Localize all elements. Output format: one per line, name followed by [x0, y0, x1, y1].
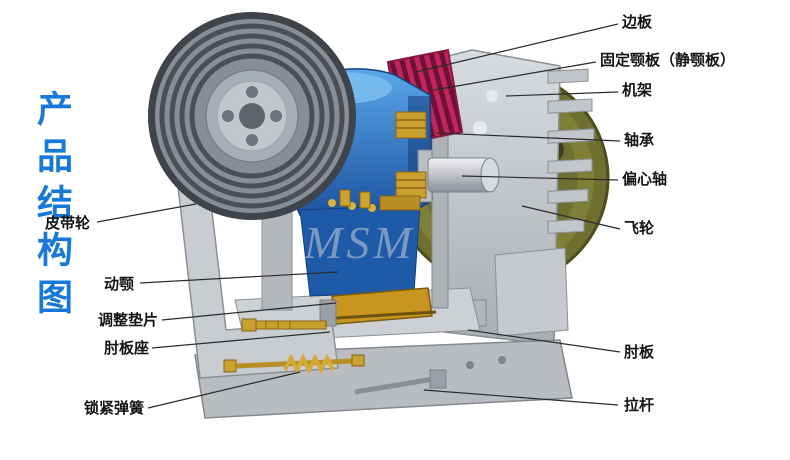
- leader-side-plate: [415, 23, 619, 73]
- leader-belt-pulley: [96, 203, 197, 223]
- leader-adjust-shim: [161, 302, 337, 321]
- label-eccentric-shaft: 偏心轴: [622, 171, 668, 188]
- label-frame: 机架: [622, 82, 653, 99]
- leader-movable-jaw: [139, 271, 339, 284]
- label-side-plate: 边板: [622, 14, 653, 31]
- leader-toggle-plate: [467, 329, 621, 353]
- label-toggle-seat: 肘板座: [104, 340, 150, 357]
- leader-flywheel: [521, 205, 621, 230]
- page-title: 产品结构图: [32, 90, 73, 325]
- label-movable-jaw: 动颚: [104, 276, 135, 293]
- leader-frame: [505, 91, 619, 97]
- label-bearing: 轴承: [624, 132, 655, 149]
- frame-part: [439, 49, 595, 346]
- label-adjusting-shim: 调整垫片: [98, 312, 159, 329]
- toggle-mechanism-part: [223, 287, 447, 395]
- belt-pulley-part: [148, 12, 356, 220]
- label-belt-pulley: 皮带轮: [45, 215, 91, 232]
- label-flywheel: 飞轮: [624, 220, 655, 237]
- leader-lock-spring: [147, 371, 301, 409]
- shaft-bearing-part: [379, 111, 500, 211]
- leader-lines: [96, 23, 621, 409]
- watermark: MSM: [303, 217, 416, 268]
- label-toggle-plate: 肘板: [624, 344, 655, 361]
- label-locking-spring: 锁紧弹簧: [84, 400, 145, 417]
- leader-bearing: [435, 132, 621, 142]
- label-tension-rod: 拉杆: [624, 397, 655, 414]
- leader-ecc-shaft: [461, 175, 619, 181]
- leader-fixed-jaw: [433, 61, 597, 91]
- leader-tension-rod: [423, 389, 619, 406]
- label-fixed-jaw-plate: 固定颚板（静颚板）: [600, 52, 736, 69]
- leader-toggle-seat: [151, 331, 331, 349]
